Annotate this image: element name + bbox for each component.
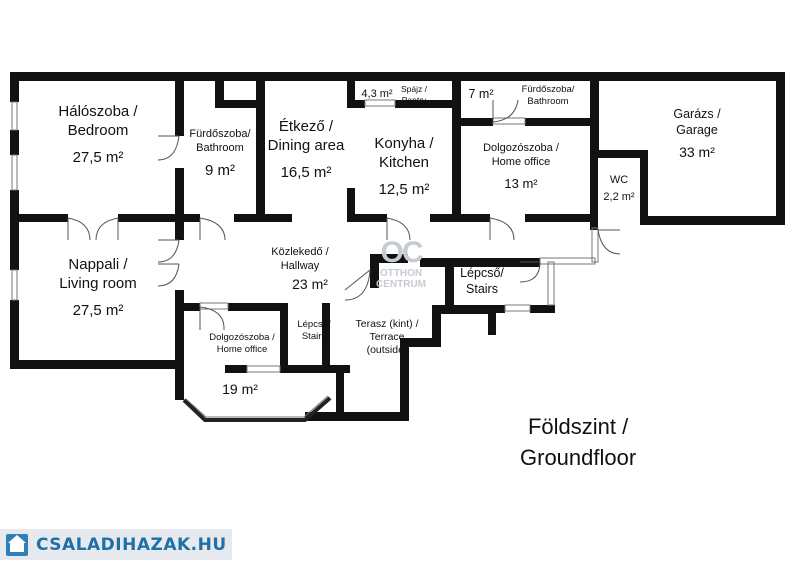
room-office1-label: Dolgozószoba /Home office 13 m²: [483, 142, 559, 191]
brand-name: CSALADIHAZAK.HU: [36, 534, 227, 555]
room-wc-label: WC 2,2 m²: [603, 174, 635, 203]
room-area: 13 m²: [504, 175, 538, 191]
room-area: 23 m²: [292, 275, 328, 292]
watermark: OC OTTHON CENTRUM: [376, 236, 426, 291]
room-area: 16,5 m²: [280, 163, 332, 181]
room-stairs1-label: Lépcső/Stairs: [297, 319, 331, 342]
windows: [11, 99, 599, 422]
room-bedroom-label: Hálószoba /Bedroom 27,5 m²: [58, 103, 138, 166]
room-area: 27,5 m²: [72, 301, 124, 319]
watermark-logo: OC: [380, 236, 424, 269]
room-terrace-label: Terasz (kint) /Terrace(outside): [355, 318, 419, 357]
walls: [10, 72, 785, 421]
room-area: 9 m²: [205, 161, 235, 179]
room-garage-label: Garázs /Garage 33 m²: [673, 107, 721, 161]
room-pantry-label: Spájz /Pantry: [401, 84, 427, 105]
room-area: 27,5 m²: [72, 148, 124, 166]
room-bath2-label: Fürdőszoba/Bathroom: [521, 84, 575, 107]
room-area: 33 m²: [679, 144, 715, 161]
room-pantry-area: 4,3 m²: [361, 88, 393, 100]
room-area: 12,5 m²: [378, 180, 430, 198]
house-icon: [6, 533, 28, 556]
room-hallway-label: Közlekedő /Hallway 23 m²: [271, 246, 329, 292]
doors: [67, 99, 621, 331]
room-stairs2-label: Lépcső/Stairs: [460, 266, 504, 296]
room-living-label: Nappali /Living room 27,5 m²: [59, 256, 137, 319]
room-area: 2,2 m²: [603, 190, 635, 203]
room-bath2-area: 7 m²: [468, 87, 494, 101]
room-office2-area: 19 m²: [222, 381, 258, 397]
room-bath1-label: Fürdőszoba/Bathroom 9 m²: [189, 128, 251, 179]
brand-bar: CSALADIHAZAK.HU: [0, 529, 232, 560]
room-kitchen-label: Konyha /Kitchen 12,5 m²: [374, 135, 434, 198]
floor-title: Földszint / Groundfloor: [520, 414, 637, 470]
room-office2-label: Dolgozószoba /Home office: [209, 332, 275, 355]
room-dining-label: Étkező /Dining area 16,5 m²: [267, 118, 345, 181]
